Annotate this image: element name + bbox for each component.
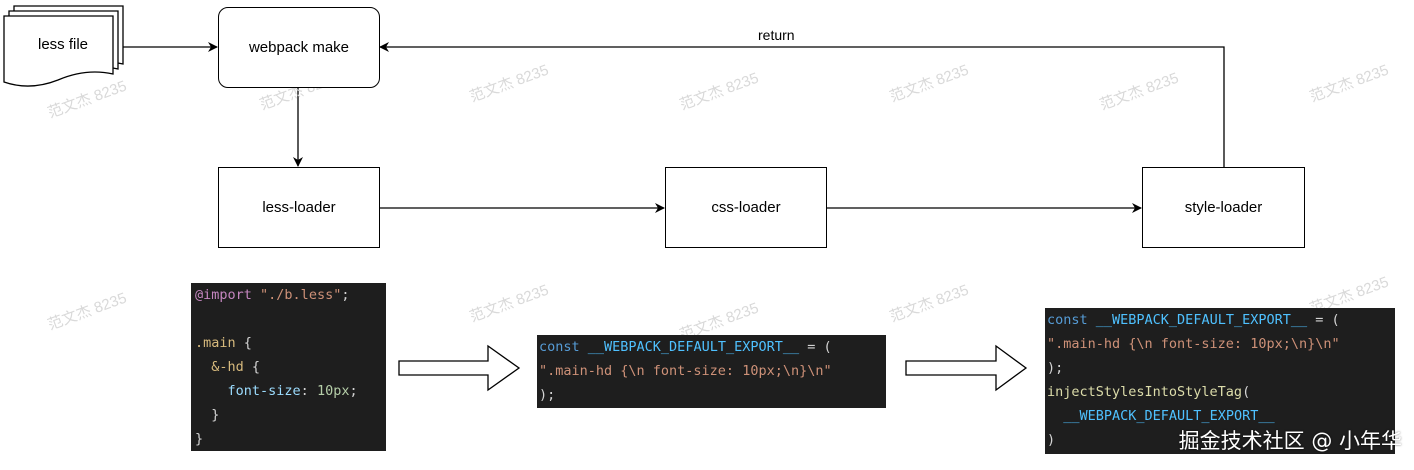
code-line: @import "./b.less"; bbox=[195, 283, 382, 307]
code-line: ) bbox=[1047, 428, 1391, 452]
code-token: ".main-hd {\n font-size: 10px;\n}\n" bbox=[1047, 336, 1340, 352]
code-token: font-size bbox=[227, 383, 301, 399]
code-line: ".main-hd {\n font-size: 10px;\n}\n" bbox=[1047, 332, 1391, 356]
less-file-shape bbox=[3, 5, 124, 87]
code-token: __WEBPACK_DEFAULT_EXPORT__ bbox=[1063, 408, 1275, 424]
css-loader-node: css-loader bbox=[665, 167, 827, 248]
less-source-code: @import "./b.less"; .main { &-hd { font-… bbox=[191, 283, 386, 451]
watermark-text: 范文杰 8235 bbox=[888, 62, 971, 106]
code-token: __WEBPACK_DEFAULT_EXPORT__ bbox=[587, 339, 800, 355]
webpack-make-node: webpack make bbox=[218, 7, 380, 88]
code-line: } bbox=[195, 427, 382, 451]
transform-arrow-2 bbox=[905, 344, 1028, 392]
watermark-text: 范文杰 8235 bbox=[888, 282, 971, 326]
watermark-text: 范文杰 8235 bbox=[468, 62, 551, 106]
code-token: ( bbox=[1242, 384, 1251, 400]
code-token: ); bbox=[539, 387, 556, 403]
code-line: ); bbox=[1047, 356, 1391, 380]
style-loader-output-code: const __WEBPACK_DEFAULT_EXPORT__ = ( ".ma… bbox=[1045, 308, 1395, 454]
less-loader-node: less-loader bbox=[218, 167, 380, 248]
watermark-text: 范文杰 8235 bbox=[46, 290, 129, 334]
code-token: ".main-hd {\n font-size: 10px;\n}\n" bbox=[539, 363, 832, 379]
edge-styleloader-return-to-webpack bbox=[379, 42, 1225, 167]
code-token: { bbox=[243, 359, 261, 375]
transform-arrow-1 bbox=[398, 344, 521, 392]
watermark-text: 范文杰 8235 bbox=[1308, 62, 1391, 106]
return-edge-label: return bbox=[758, 27, 795, 43]
watermark-credit: 掘金技术社区 @ 小年华 bbox=[1178, 429, 1402, 453]
code-token bbox=[1088, 312, 1096, 328]
watermark-text: 范文杰 8235 bbox=[1098, 70, 1181, 114]
code-line: .main { bbox=[195, 331, 382, 355]
code-line: ".main-hd {\n font-size: 10px;\n}\n" bbox=[539, 359, 882, 383]
code-token bbox=[1047, 408, 1063, 424]
watermark-text: 范文杰 8235 bbox=[46, 78, 129, 122]
code-line: const __WEBPACK_DEFAULT_EXPORT__ = ( bbox=[1047, 308, 1391, 332]
code-line: ); bbox=[539, 383, 882, 407]
code-line: } bbox=[195, 403, 382, 427]
code-line: __WEBPACK_DEFAULT_EXPORT__ bbox=[1047, 404, 1391, 428]
code-token: 10px bbox=[316, 383, 350, 399]
code-token: = ( bbox=[799, 339, 832, 355]
code-token bbox=[580, 339, 588, 355]
code-line: &-hd { bbox=[195, 355, 382, 379]
style-loader-node: style-loader bbox=[1142, 167, 1305, 248]
code-token: ) bbox=[1047, 432, 1056, 448]
watermark-text: 范文杰 8235 bbox=[678, 70, 761, 114]
code-token: @import bbox=[195, 287, 252, 303]
code-token bbox=[195, 383, 228, 399]
code-token: ); bbox=[1047, 360, 1064, 376]
code-line: font-size: 10px; bbox=[195, 379, 382, 403]
code-token: { bbox=[235, 335, 252, 351]
code-token: } bbox=[195, 407, 220, 423]
watermark-text: 范文杰 8235 bbox=[468, 282, 551, 326]
code-line: const __WEBPACK_DEFAULT_EXPORT__ = ( bbox=[539, 335, 882, 359]
code-token: : bbox=[300, 383, 317, 399]
code-token: injectStylesIntoStyleTag bbox=[1047, 384, 1243, 400]
code-token bbox=[195, 359, 211, 375]
code-token: ; bbox=[341, 287, 350, 303]
code-token: const bbox=[1047, 312, 1088, 328]
code-token: ; bbox=[349, 383, 358, 399]
code-token: __WEBPACK_DEFAULT_EXPORT__ bbox=[1095, 312, 1308, 328]
code-token: &-hd bbox=[211, 359, 244, 375]
less-file-label: less file bbox=[37, 36, 89, 53]
code-token: = ( bbox=[1307, 312, 1340, 328]
code-line bbox=[195, 307, 382, 331]
code-token: "./b.less" bbox=[260, 287, 342, 303]
css-loader-output-code: const __WEBPACK_DEFAULT_EXPORT__ = ( ".ma… bbox=[537, 335, 886, 408]
code-token: .main bbox=[195, 335, 236, 351]
code-token bbox=[252, 287, 260, 303]
code-line: injectStylesIntoStyleTag( bbox=[1047, 380, 1391, 404]
code-token: } bbox=[195, 431, 204, 447]
code-token: const bbox=[539, 339, 580, 355]
